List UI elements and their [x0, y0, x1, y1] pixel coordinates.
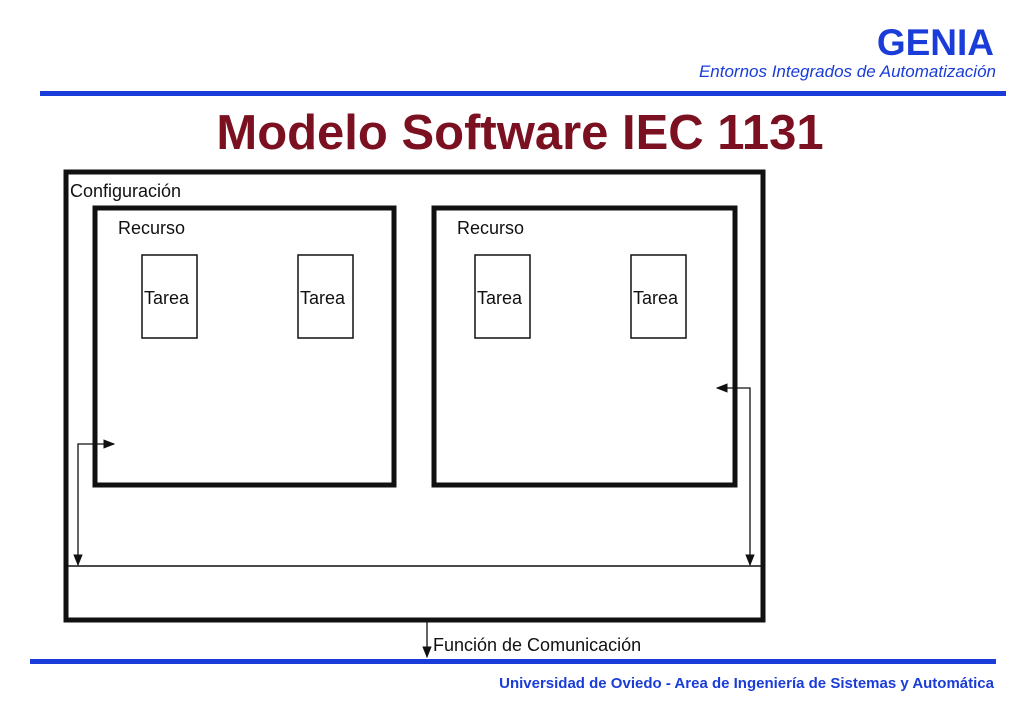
- brand-logo-text: GENIA: [876, 22, 994, 63]
- task-label-1: Tarea: [144, 288, 190, 308]
- footer-rule: [30, 659, 996, 664]
- page-title: Modelo Software IEC 1131: [216, 106, 824, 160]
- task-label-2: Tarea: [300, 288, 346, 308]
- resource-box-2: [431, 205, 738, 488]
- header-subtitle: Entornos Integrados de Automatización: [698, 62, 996, 81]
- resource-label-1: Recurso: [118, 218, 185, 238]
- header-rule: [40, 91, 1006, 96]
- task-label-4: Tarea: [633, 288, 679, 308]
- configuration-label: Configuración: [70, 181, 181, 201]
- task-box-1: [141, 254, 198, 339]
- connector-arrow-right: [715, 383, 755, 567]
- resource-box-1: [92, 205, 397, 488]
- connector-arrow-left: [73, 439, 116, 567]
- task-box-2: [297, 254, 354, 339]
- task-box-4: [630, 254, 687, 339]
- footer-text: Universidad de Oviedo - Area de Ingenier…: [499, 675, 994, 692]
- communication-label: Función de Comunicación: [433, 635, 641, 655]
- configuration-box: [63, 169, 766, 623]
- task-box-3: [474, 254, 531, 339]
- task-label-3: Tarea: [477, 288, 523, 308]
- resource-label-2: Recurso: [457, 218, 524, 238]
